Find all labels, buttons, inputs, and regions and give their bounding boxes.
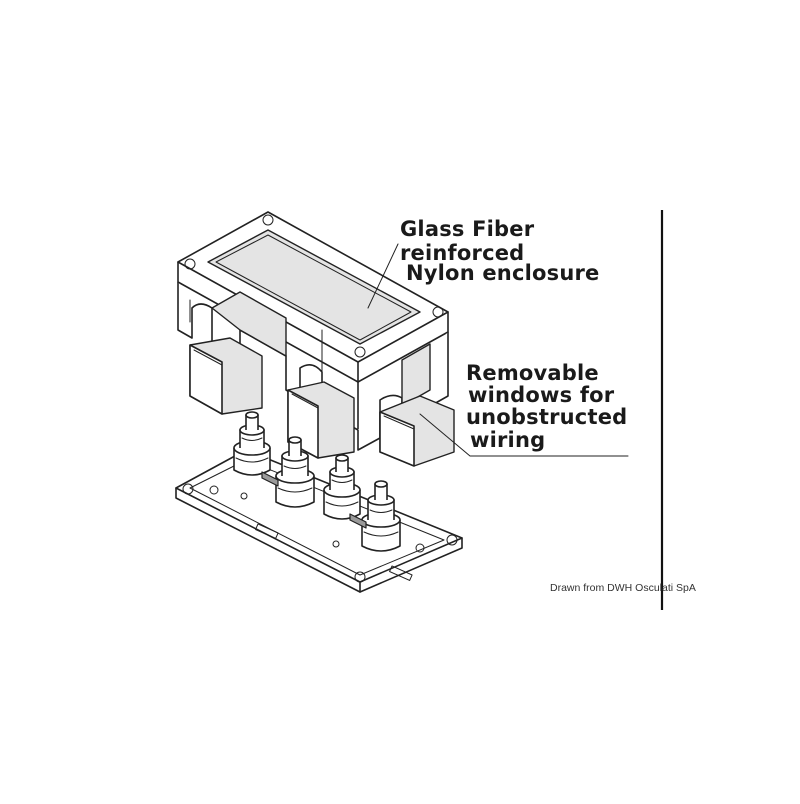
leader-line-enclosure bbox=[367, 243, 399, 309]
terminal-stud-4 bbox=[349, 480, 401, 552]
label-windows-line2: windows for bbox=[468, 383, 615, 407]
credit-text: Drawn from DWH Osculati SpA bbox=[550, 582, 696, 594]
terminal-stud-3 bbox=[323, 454, 361, 520]
leader-line-windows bbox=[419, 413, 629, 457]
terminal-stud-1 bbox=[233, 411, 271, 476]
label-windows-line3: unobstructed bbox=[466, 405, 628, 429]
base-plate bbox=[175, 449, 463, 593]
label-enclosure-line1: Glass Fiber bbox=[400, 217, 535, 241]
label-windows-line1: Removable bbox=[466, 361, 599, 385]
enclosure-cover bbox=[177, 211, 449, 451]
leader-lines bbox=[367, 243, 629, 457]
removable-windows bbox=[189, 337, 455, 467]
terminal-stud-2 bbox=[261, 436, 315, 508]
label-enclosure-line2: reinforced bbox=[400, 241, 525, 265]
label-enclosure-line3: Nylon enclosure bbox=[406, 261, 600, 285]
terminal-studs bbox=[233, 411, 401, 552]
label-windows-line4: wiring bbox=[470, 428, 546, 452]
